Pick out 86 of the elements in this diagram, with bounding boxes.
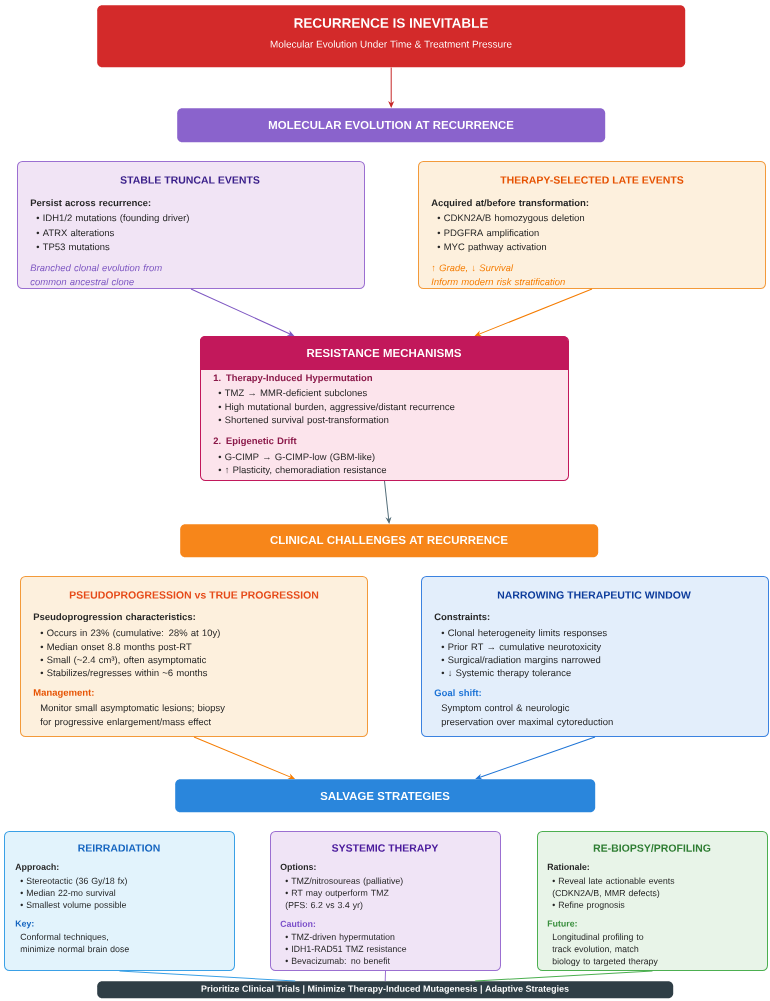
box-heading: THERAPY-SELECTED LATE EVENTS: [500, 176, 684, 184]
banner-title: SALVAGE STRATEGIES: [320, 791, 450, 801]
box-heading: REIRRADIATION: [78, 844, 160, 852]
note-text: Branched clonal evolution from common ancestral clone: [30, 264, 162, 286]
arrow: [193, 736, 295, 780]
banner-title: MOLECULAR EVOLUTION AT RECURRENCE: [268, 120, 514, 130]
info-box: [17, 161, 365, 289]
summary-text: Prioritize Clinical Trials | Minimize Therapy-Induced Mutagenesis | Adaptive Strategies: [201, 985, 569, 994]
banner-title: CLINICAL CHALLENGES AT RECURRENCE: [270, 535, 508, 545]
bullet-item: • PDGFRA amplification: [437, 229, 539, 239]
subheading: 1. Therapy-Induced Hypermutation: [213, 374, 372, 384]
box-heading: NARROWING THERAPEUTIC WINDOW: [497, 591, 691, 599]
bullet-item: • Bevacizumab: no benefit: [285, 957, 390, 964]
bullet-item: • TMZ → MMR-deficient subclones: [218, 389, 367, 397]
bullet-item: • Smallest volume possible: [20, 901, 127, 910]
subheading: Acquired at/before transformation:: [431, 199, 589, 209]
subheading: Pseudoprogression characteristics:: [33, 613, 195, 623]
bullet-item: • RT may outperform TMZ (PFS: 6.2 vs 3.4 yr): [285, 889, 389, 910]
connector-line: [384, 970, 386, 982]
box-heading: RESISTANCE MECHANISMS: [307, 348, 462, 358]
subheading: Key:: [15, 920, 34, 929]
strategy-box: [537, 831, 768, 971]
arrow: [384, 480, 391, 524]
bullet-item: • Reveal late actionable events (CDKN2A/B, MMR defects): [552, 877, 675, 898]
note-text: Inform modern risk stratification: [431, 278, 565, 286]
bullet-item: • Median 22-mo survival: [20, 889, 116, 896]
bullet-item: • Occurs in 23% (cumulative: 28% at 10y): [40, 629, 220, 639]
bullet-item: • Median onset 8.8 months post-RT: [40, 643, 192, 653]
bullet-item: • Prior RT → cumulative neurotoxicity: [441, 643, 602, 653]
arrow: [190, 288, 294, 336]
body-text: Conformal techniques, minimize normal brain dose: [20, 933, 129, 953]
subheading: Options:: [280, 863, 316, 872]
arrow: [388, 66, 394, 108]
strategy-box: [4, 831, 235, 971]
body-text: Symptom control & neurologic preservation over maximal cytoreduction: [441, 704, 613, 728]
bullet-item: • IDH1/2 mutations (founding driver): [36, 214, 189, 224]
box-heading: PSEUDOPROGRESSION vs TRUE PROGRESSION: [69, 591, 319, 599]
connector-line: [474, 970, 653, 982]
section-banner: [177, 108, 606, 143]
bullet-item: • G-CIMP → G-CIMP-low (GBM-like): [218, 453, 375, 463]
bullet-item: • Small (~2.4 cm³), often asymptomatic: [40, 656, 207, 666]
bullet-item: • Shortened survival post-transformation: [218, 416, 389, 426]
banner-title: RECURRENCE IS INEVITABLE: [294, 18, 488, 28]
bullet-item: • High mutational burden, aggressive/distant recurrence: [218, 403, 455, 413]
bullet-item: • MYC pathway activation: [437, 243, 546, 253]
bullet-item: • TMZ-driven hypermutation: [285, 933, 395, 942]
subheading: Future:: [547, 920, 577, 927]
box-heading: SYSTEMIC THERAPY: [331, 844, 439, 852]
body-text: Monitor small asymptomatic lesions; biopsy for progressive enlargement/mass effect: [40, 704, 225, 728]
bullet-item: • IDH1-RAD51 TMZ resistance: [285, 945, 407, 952]
box-heading: RE-BIOPSY/PROFILING: [593, 844, 711, 852]
strategy-box: [270, 831, 501, 971]
bullet-item: • Refine prognosis: [552, 901, 625, 910]
subheading: Management:: [33, 689, 94, 698]
subheading: Rationale:: [547, 863, 589, 870]
bullet-item: • CDKN2A/B homozygous deletion: [437, 214, 585, 224]
info-box: [418, 161, 766, 289]
bullet-item: • Stabilizes/regresses within ~6 months: [40, 669, 208, 679]
banner-subtitle: Molecular Evolution Under Time & Treatment Pressure: [270, 40, 512, 48]
title-banner: [97, 5, 686, 68]
info-box: [421, 576, 769, 737]
bullet-item: • ATRX alterations: [36, 229, 114, 237]
box-heading: STABLE TRUNCAL EVENTS: [120, 176, 260, 184]
subheading: Caution:: [280, 920, 316, 927]
subheading: Goal shift:: [434, 689, 481, 697]
info-box: [20, 576, 368, 737]
bullet-item: • ↓ Systemic therapy tolerance: [441, 669, 571, 679]
subheading: 2. Epigenetic Drift: [213, 437, 297, 447]
connector-line: [119, 970, 296, 982]
mechanism-box: [200, 336, 569, 481]
bullet-item: • ↑ Plasticity, chemoradiation resistance: [218, 466, 387, 476]
bullet-item: • Clonal heterogeneity limits responses: [441, 629, 607, 639]
summary-bar: [97, 981, 674, 999]
bullet-item: • TP53 mutations: [36, 243, 110, 251]
subheading: Persist across recurrence:: [30, 199, 151, 207]
subheading: Approach:: [15, 863, 59, 872]
subheading: Constraints:: [434, 613, 490, 621]
note-text: ↑ Grade, ↓ Survival: [432, 264, 514, 273]
section-banner: [175, 779, 596, 813]
body-text: Longitudinal profiling to track evolution, match biology to targeted therapy: [552, 933, 658, 967]
bullet-item: • Surgical/radiation margins narrowed: [441, 656, 601, 666]
section-banner: [180, 524, 599, 558]
arrow: [475, 736, 596, 780]
bullet-item: • Stereotactic (36 Gy/18 fx): [20, 877, 127, 886]
arrow: [475, 288, 593, 337]
bullet-item: • TMZ/nitrosoureas (palliative): [285, 877, 403, 886]
